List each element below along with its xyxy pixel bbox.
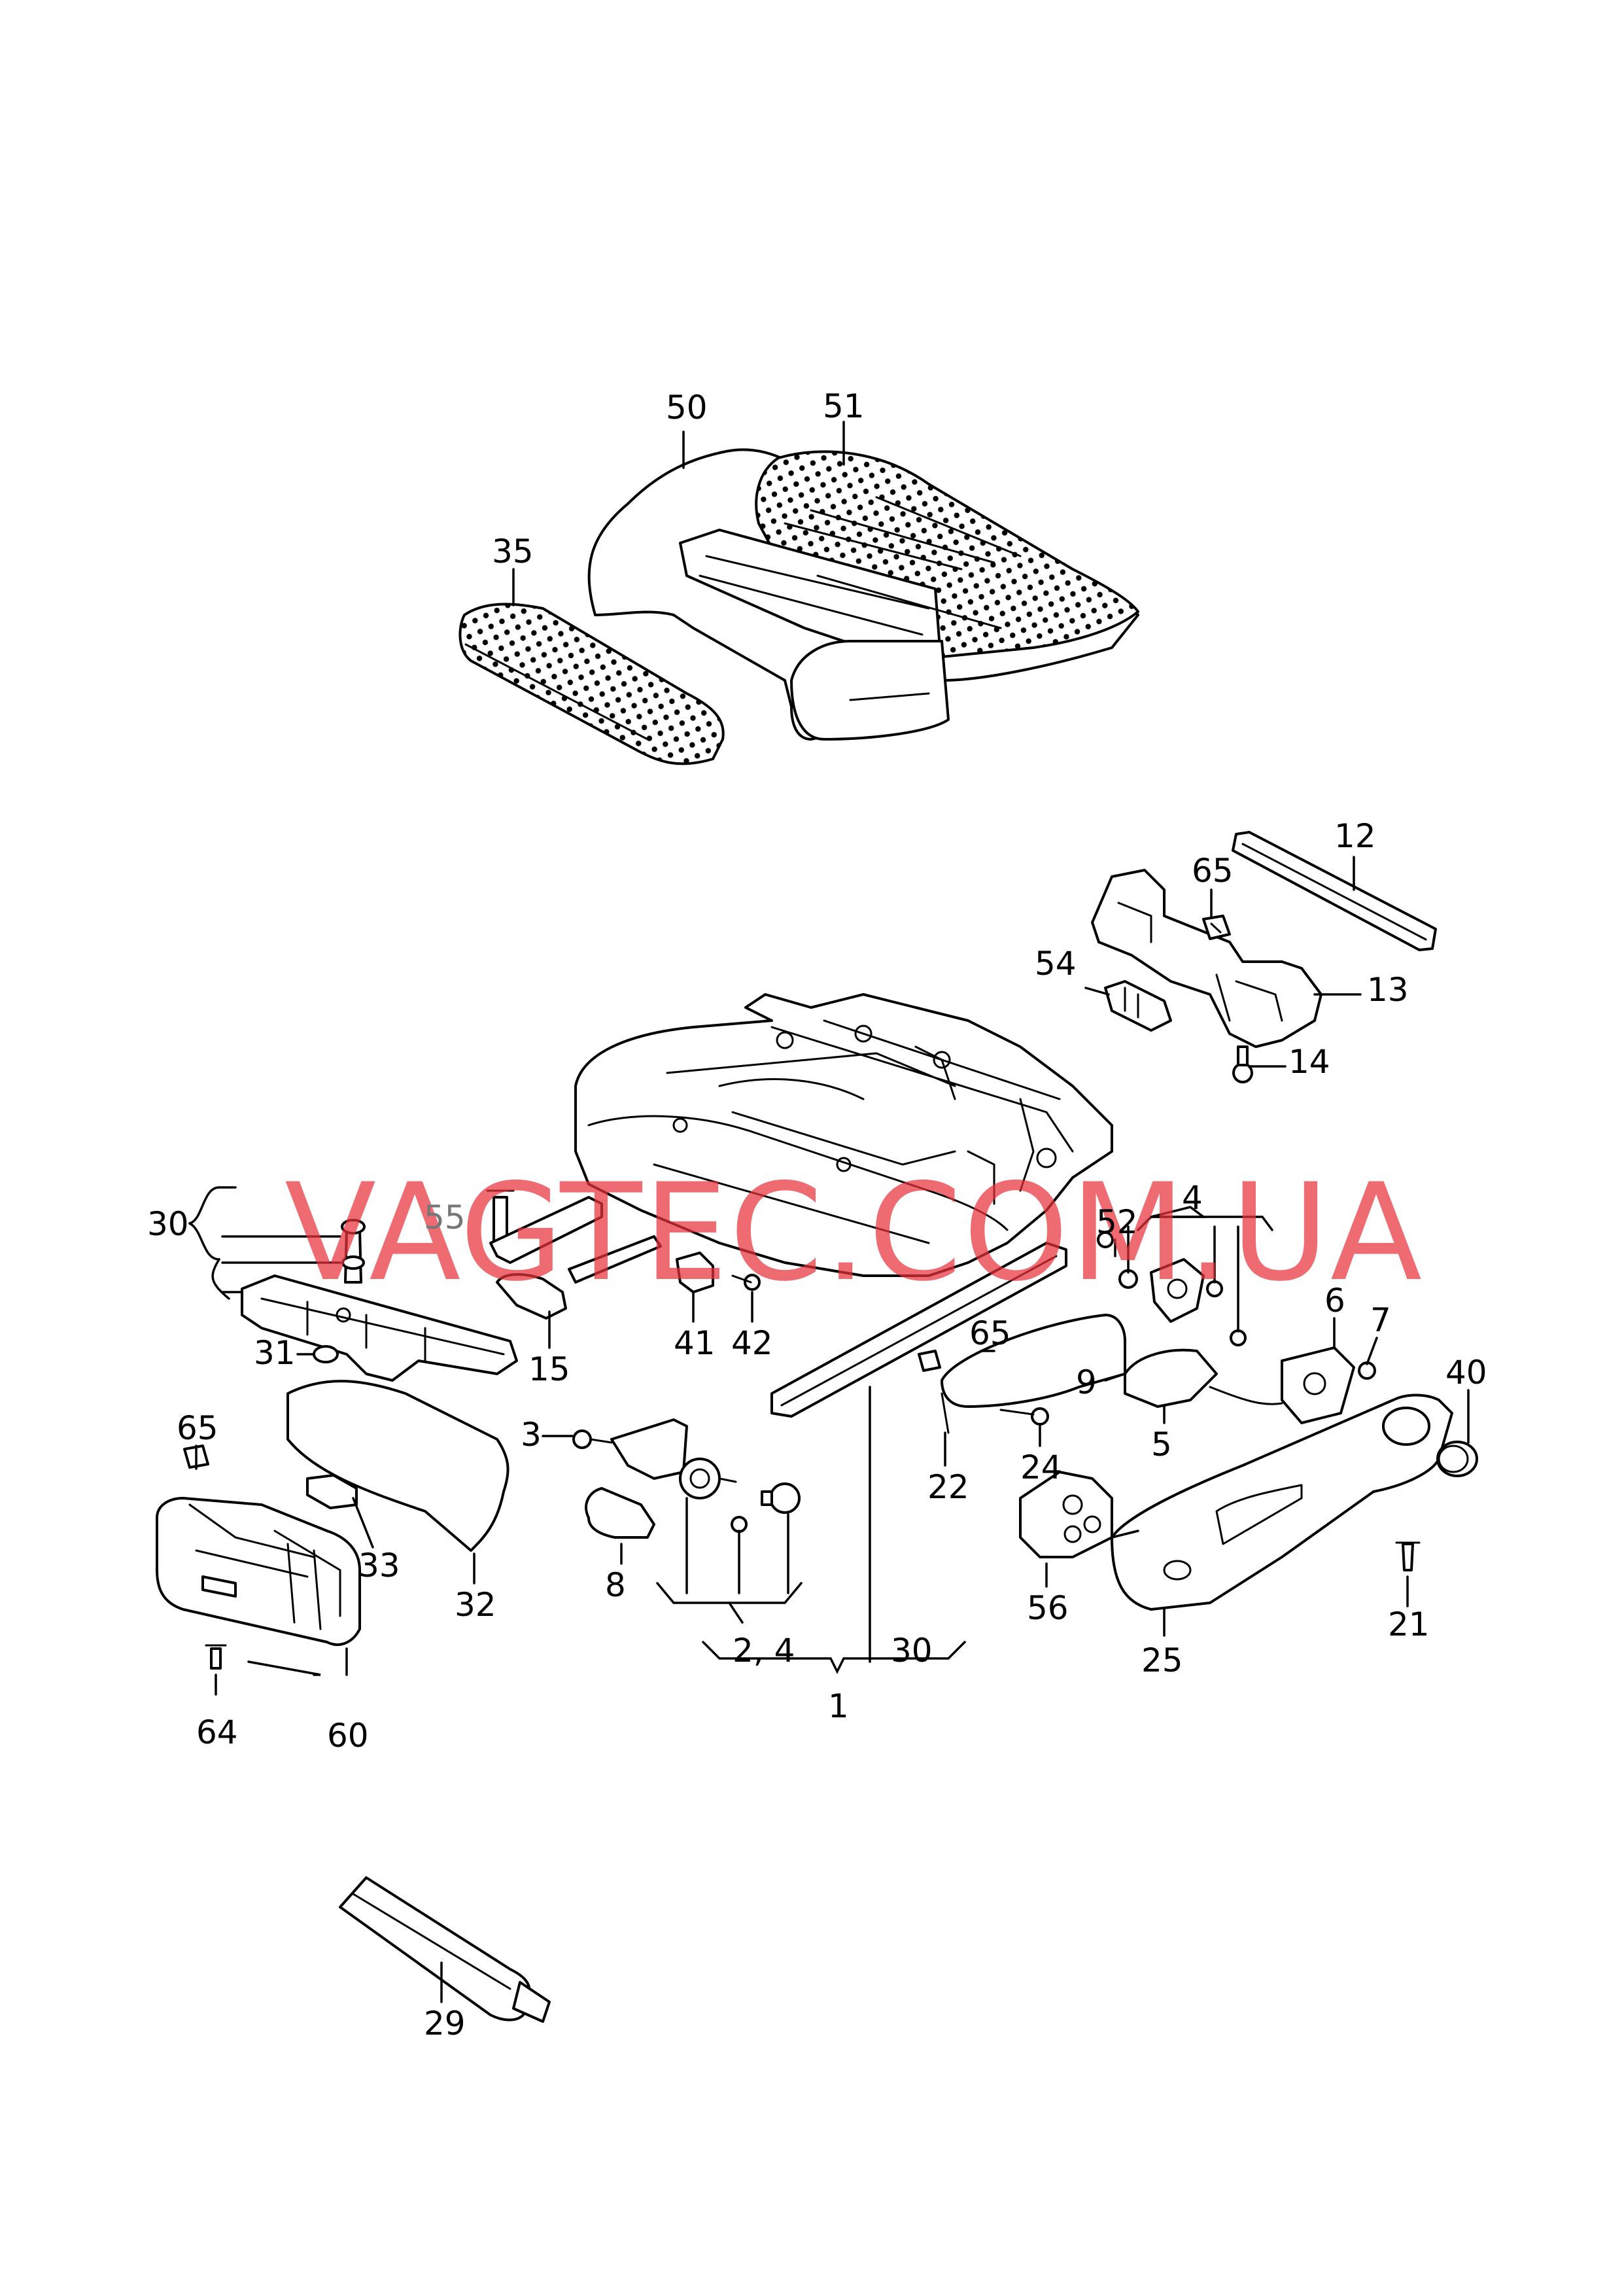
- label-29: 29: [424, 2005, 466, 2042]
- label-65-mid: 65: [969, 1314, 1011, 1352]
- label-4-upper: 4: [1182, 1179, 1203, 1217]
- connector-54: [1104, 980, 1172, 1032]
- adjuster-4: [1150, 1258, 1205, 1323]
- label-40: 40: [1445, 1354, 1487, 1392]
- bolt-42: [731, 1274, 761, 1291]
- bolt-52: [1097, 1231, 1114, 1248]
- cable-loop-22: [941, 1314, 1126, 1434]
- bolt-3: [572, 1429, 613, 1449]
- seat-frame: [574, 993, 1113, 1277]
- label-25: 25: [1141, 1641, 1183, 1679]
- watermark: VAGTEC.COM.UA: [285, 1155, 1423, 1311]
- label-1: 1: [828, 1687, 849, 1725]
- label-32: 32: [455, 1586, 496, 1624]
- clip-nut-65-mid: [918, 1350, 941, 1372]
- label-65-upper: 65: [1192, 852, 1234, 890]
- rail-long-30: [770, 1242, 1067, 1418]
- mechanism-6: [1281, 1346, 1355, 1424]
- nut-31: [313, 1345, 339, 1363]
- clip-nut-65-upper: [1202, 915, 1231, 940]
- rail-plate-30: [241, 1274, 518, 1382]
- label-50: 50: [666, 389, 708, 427]
- label-8: 8: [605, 1566, 626, 1604]
- grease-tube-29: [339, 1876, 551, 2023]
- label-13: 13: [1367, 971, 1409, 1009]
- label-54: 54: [1035, 945, 1077, 983]
- label-51: 51: [823, 387, 865, 425]
- label-22: 22: [927, 1468, 969, 1506]
- label-56: 56: [1027, 1589, 1069, 1627]
- screw-motor: [731, 1516, 748, 1533]
- label-21: 21: [1388, 1605, 1430, 1643]
- handle-5: [1124, 1348, 1218, 1408]
- label-24: 24: [1020, 1448, 1062, 1486]
- label-52: 52: [1096, 1203, 1138, 1241]
- link-rod: [568, 1235, 662, 1284]
- bolt-14: [1232, 1045, 1253, 1083]
- label-5: 5: [1151, 1426, 1172, 1463]
- label-7: 7: [1370, 1301, 1391, 1339]
- handle-15: [496, 1273, 567, 1320]
- clip-41: [676, 1252, 714, 1293]
- cover-strip-12: [1232, 831, 1437, 951]
- label-6: 6: [1324, 1282, 1345, 1320]
- side-trim-25: [1111, 1393, 1453, 1611]
- cap-40: [1436, 1441, 1478, 1477]
- bracket-motor: [610, 1418, 688, 1480]
- label-15: 15: [528, 1350, 570, 1388]
- rail-bracket-13: [1091, 869, 1322, 1048]
- seat-cushion-foam: [587, 448, 1139, 741]
- washer-30: [341, 1255, 365, 1270]
- label-3: 3: [521, 1416, 542, 1454]
- motor-unit: [679, 1458, 737, 1499]
- label-30-lower: 30: [891, 1632, 933, 1670]
- seat-front-cushion-35: [458, 603, 725, 765]
- label-65-left: 65: [177, 1409, 218, 1447]
- label-14: 14: [1288, 1043, 1330, 1081]
- label-31: 31: [254, 1334, 296, 1372]
- screw-64: [205, 1644, 227, 1670]
- label-30-left: 30: [147, 1205, 189, 1243]
- label-33: 33: [358, 1547, 400, 1585]
- bracket-55-assembly: [489, 1196, 603, 1264]
- label-9: 9: [1076, 1363, 1097, 1401]
- label-42: 42: [731, 1324, 773, 1362]
- clip-21: [1395, 1541, 1421, 1571]
- label-60: 60: [327, 1717, 369, 1755]
- label-64: 64: [196, 1713, 238, 1751]
- label-41: 41: [674, 1324, 716, 1362]
- knob: [761, 1482, 801, 1514]
- bolt-4-lower: [1230, 1329, 1247, 1346]
- cable-9: [1209, 1386, 1283, 1405]
- label-55: 55: [424, 1199, 466, 1236]
- cover-32: [286, 1380, 510, 1552]
- label-12: 12: [1334, 817, 1376, 855]
- label-2-4: 2, 4: [733, 1632, 795, 1670]
- lever-8: [585, 1487, 655, 1539]
- screw-24: [999, 1407, 1049, 1426]
- leader-lines: [188, 421, 1470, 2003]
- switch-56: [1019, 1471, 1113, 1558]
- storage-tray-60: [156, 1497, 361, 1646]
- part-labels: 50 51 35 12 65 13 54 14 52 4 55 30 31 15…: [147, 387, 1487, 2042]
- label-35: 35: [492, 533, 534, 570]
